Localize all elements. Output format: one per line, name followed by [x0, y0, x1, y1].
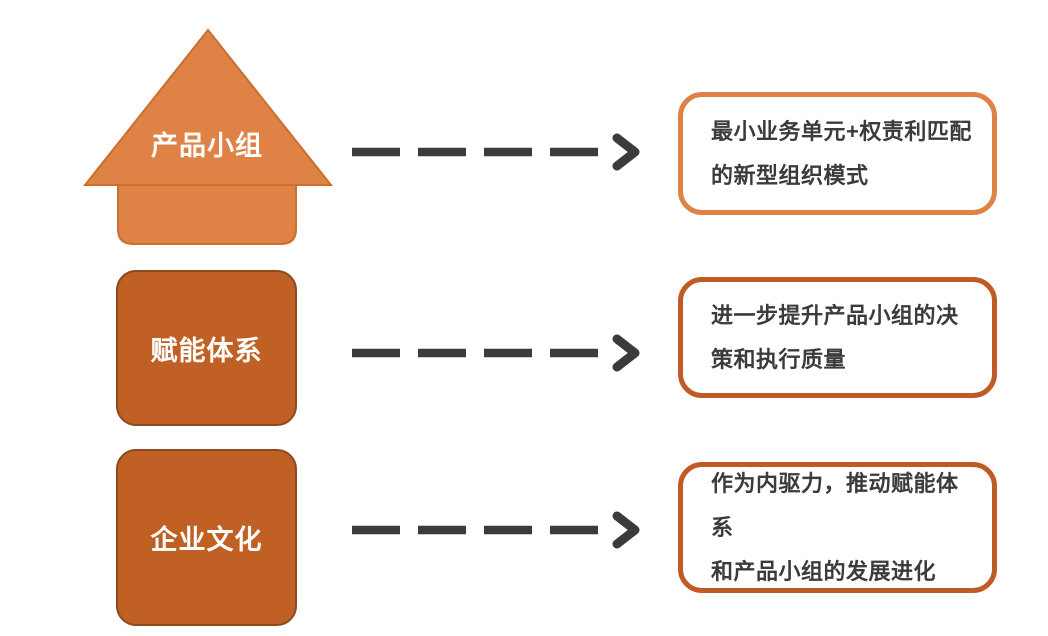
info-box-line: 作为内驱力，推动赋能体系: [711, 470, 959, 540]
info-box-line: 最小业务单元+权责利匹配: [711, 118, 972, 144]
arrow-head-icon: [612, 511, 640, 549]
rounded-rect-empowerment: 赋能体系: [116, 270, 297, 426]
rounded-rect-culture: 企业文化: [116, 449, 297, 626]
info-box-empowerment: 进一步提升产品小组的决 策和执行质量: [678, 277, 997, 398]
house-arrow-shape: [82, 28, 334, 245]
info-box-line: 和产品小组的发展进化: [711, 558, 937, 584]
arrow-head-icon: [612, 133, 640, 171]
info-box-culture: 作为内驱力，推动赋能体系 和产品小组的发展进化: [678, 462, 997, 593]
info-box-line: 进一步提升产品小组的决: [711, 302, 959, 328]
house-body-rect: [117, 184, 297, 245]
info-box-product-team: 最小业务单元+权责利匹配 的新型组织模式: [678, 92, 997, 215]
dashed-arrow: [352, 334, 640, 372]
dashed-arrow: [352, 133, 640, 171]
shape-label-empowerment-system: 赋能体系: [150, 335, 263, 366]
shape-label-corporate-culture: 企业文化: [150, 525, 263, 555]
arrow-head-icon: [612, 334, 640, 372]
shape-label-product-team: 产品小组: [151, 131, 263, 161]
dashed-arrow: [352, 511, 640, 549]
info-box-line: 的新型组织模式: [711, 162, 869, 188]
house-triangle: [82, 28, 334, 186]
info-box-line: 策和执行质量: [711, 346, 847, 372]
